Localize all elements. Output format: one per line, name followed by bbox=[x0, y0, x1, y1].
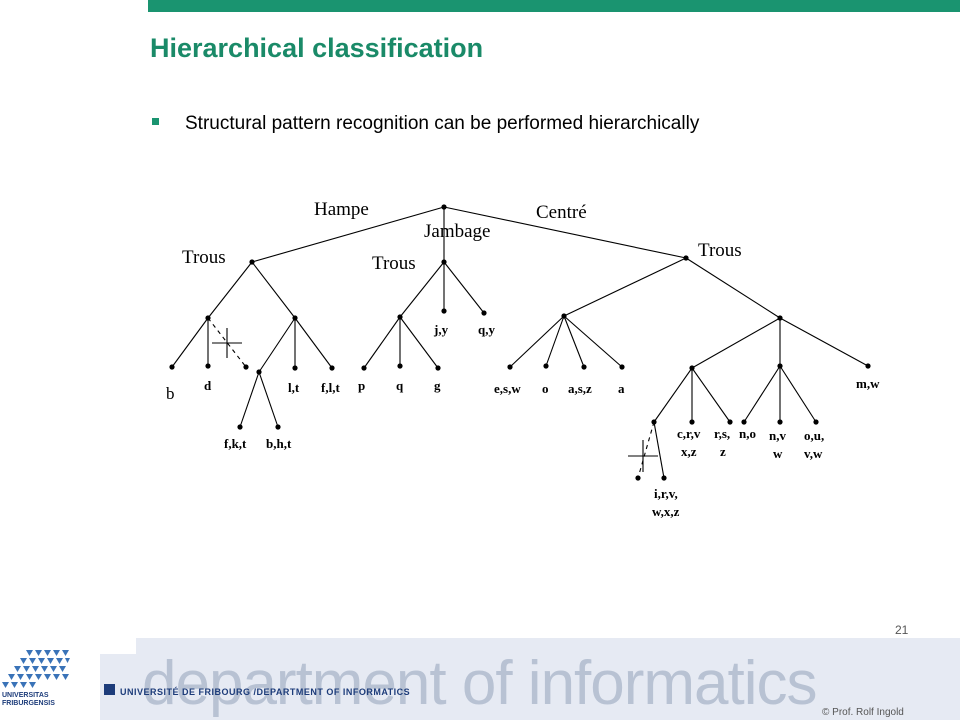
university-logo-icon bbox=[2, 650, 70, 688]
leaf-label-nv-line2: w bbox=[773, 446, 783, 461]
leaf-label-q: q bbox=[396, 378, 404, 393]
leaf-label-p: p bbox=[358, 378, 365, 393]
leaf-label-esw: e,s,w bbox=[494, 381, 521, 396]
tree-nodes bbox=[169, 204, 871, 481]
leaf-label-g: g bbox=[434, 378, 441, 393]
department-watermark: department of informatics bbox=[142, 649, 818, 718]
bullet-item: Structural pattern recognition can be pe… bbox=[152, 113, 699, 135]
bullet-text: Structural pattern recognition can be pe… bbox=[185, 113, 700, 134]
leaf-label-d: d bbox=[204, 378, 212, 393]
edge-label-jambage: Jambage bbox=[424, 221, 490, 242]
footer-square-icon bbox=[104, 684, 115, 695]
edge-label-trous-right: Trous bbox=[698, 240, 742, 261]
leaf-label-irv-line2: w,x,z bbox=[652, 504, 680, 519]
leaf-label-a: a bbox=[618, 381, 625, 396]
edge-label-centre: Centré bbox=[536, 202, 587, 223]
slide-title: Hierarchical classification bbox=[150, 33, 484, 63]
leaf-label-ou-line1: o,u, bbox=[804, 428, 824, 443]
leaf-label-bht: b,h,t bbox=[266, 436, 292, 451]
leaf-label-no: n,o bbox=[739, 426, 756, 441]
university-logo-text: UNIVERSITAS FRIBURGENSIS bbox=[2, 692, 55, 708]
leaf-label-lt: l,t bbox=[288, 380, 300, 395]
leaf-label-jy: j,y bbox=[433, 322, 449, 337]
edge-label-trous-left: Trous bbox=[182, 247, 226, 268]
classification-tree-diagram: Hampe Jambage Centré Trous Trous Trous b… bbox=[166, 199, 880, 519]
bullet-square-icon bbox=[152, 118, 159, 126]
footer-band bbox=[136, 638, 960, 720]
leaf-label-nv-line1: n,v bbox=[769, 428, 786, 443]
tree-edges bbox=[171, 206, 869, 479]
leaf-label-irv-line1: i,r,v, bbox=[654, 486, 678, 501]
leaf-label-ou-line2: v,w bbox=[804, 446, 823, 461]
edge-label-hampe: Hampe bbox=[314, 199, 369, 220]
page-number: 21 bbox=[895, 623, 909, 637]
logo-text-line1: UNIVERSITAS bbox=[2, 692, 49, 699]
top-accent-bar bbox=[148, 0, 960, 12]
leaf-label-flt: f,l,t bbox=[321, 380, 340, 395]
edge-label-trous-middle: Trous bbox=[372, 253, 416, 274]
leaf-label-crv-line2: x,z bbox=[681, 444, 697, 459]
leaf-label-qy: q,y bbox=[478, 322, 495, 337]
leaf-label-rs-line1: r,s, bbox=[714, 426, 730, 441]
leaf-label-crv-line1: c,r,v bbox=[677, 426, 701, 441]
leaf-label-b: b bbox=[166, 384, 175, 403]
leaf-label-asz: a,s,z bbox=[568, 381, 592, 396]
leaf-label-o: o bbox=[542, 381, 549, 396]
logo-text-line2: FRIBURGENSIS bbox=[2, 700, 55, 707]
leaf-label-mw: m,w bbox=[856, 376, 880, 391]
copyright-notice: © Prof. Rolf Ingold bbox=[822, 707, 904, 718]
university-department-line: UNIVERSITÉ DE FRIBOURG /DEPARTMENT OF IN… bbox=[120, 687, 411, 697]
leaf-label-rs-line2: z bbox=[720, 444, 726, 459]
leaf-label-fkt: f,k,t bbox=[224, 436, 247, 451]
